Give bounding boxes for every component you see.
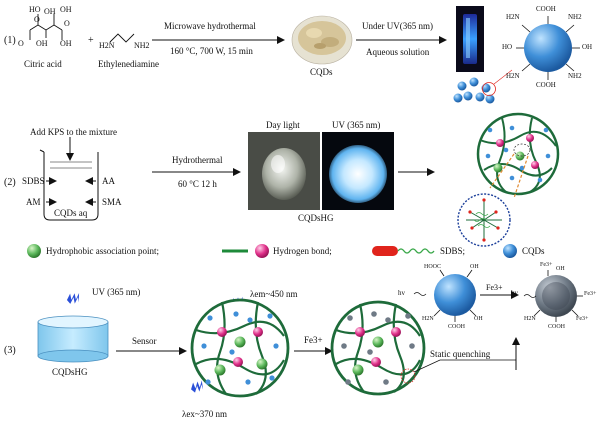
ca-o-3: O [18,39,24,48]
cqd4-h2n: H2N [524,316,536,322]
hv-right: hv [511,289,518,297]
plus-sign: + [88,35,94,46]
cqds-powder-photo [291,15,353,65]
ca-o-1: O [34,15,40,24]
arrow2-top-label: Under UV(365 nm) [362,21,433,31]
cqd-nh2-tr: NH2 [568,13,582,21]
cqd-cooh-bottom: COOH [536,81,556,89]
cqd3-oh-b: OH [474,316,483,322]
beaker-am: AM [26,197,41,207]
add-kps-label: Add KPS to the mixture [30,127,117,137]
legend-sdbs-tail-icon [397,248,435,254]
cqd4-fe-top: Fe3+ [540,262,553,268]
beaker [39,137,99,221]
photo-uv-label: UV (365 nm) [332,120,381,130]
fe-binding-label: Fe3+ [486,283,503,292]
cqd-before-quench [413,269,477,322]
hydrogel-network-row2 [476,112,560,199]
en-nh2: NH2 [134,41,150,50]
legend-graphics [27,244,517,258]
legend-sdbs: SDBS; [440,246,466,256]
ca-oh-1: OH [44,7,56,16]
cqd4-fe-br: Fe3+ [576,316,589,322]
legend-sdbs-head-icon [372,246,398,256]
cqd-ho-left: HO [502,43,513,51]
cqds-label: CQDs [310,67,333,77]
hydrogel-network-1 [190,298,290,398]
beaker-cqds-aq: CQDs aq [54,208,88,218]
cqd-h2n-bl: H2N [506,72,520,80]
gel-label: CQDsHG [298,213,334,223]
uv-bolt-icon [64,289,84,307]
fe-arrow-label: Fe3+ [304,335,323,345]
cqd3-hooc: HOOC [424,264,442,270]
cqd4-fe-right: Fe3+ [584,291,597,297]
arrow2-bottom-label: Aqueous solution [366,47,430,57]
vial-photo [456,6,484,72]
photo-uv [322,132,394,210]
legend-hydrophobic: Hydrophobic association point; [46,246,159,256]
arrow1-bottom-label: 160 °C, 700 W, 15 min [170,46,253,56]
static-quenching-label: Static quenching [430,349,491,359]
container-label: CQDsHG [52,367,88,377]
cqd-h2n-tl: H2N [506,13,520,21]
em-label: λem~450 nm [250,289,298,299]
uv-label: UV (365 nm) [92,287,141,297]
legend-hydrogen-bond-icon [255,244,269,258]
hydrogel-network-2 [330,300,426,396]
legend-hydrogen-bond: Hydrogen bond; [273,246,332,256]
beaker-sma: SMA [102,197,122,207]
ca-ho-1: HO [29,5,41,14]
cqds-dot-cluster [453,69,513,104]
ca-oh-2: OH [60,5,72,14]
beaker-aa: AA [102,176,115,186]
micelle-zoom [457,193,511,247]
en-h2n: H2N [99,41,115,50]
arrow1-top-label: Microwave hydrothermal [164,21,256,31]
photo-daylight [248,132,320,210]
legend-cqds: CQDs [522,246,545,256]
row2-number: (2) [4,177,16,188]
cqd-oh-right: OH [582,43,593,51]
arrow-hydrothermal-top: Hydrothermal [172,155,223,165]
ethylenediamine-label: Ethylenediamine [98,59,159,69]
ex-label: λex~370 nm [182,409,227,419]
cqd-after-quench [523,270,583,322]
ethylenediamine-structure [109,33,135,43]
beaker-sdbs: SDBS [22,176,45,186]
row3-number: (3) [4,345,16,356]
ca-oh-3: OH [60,39,72,48]
cqd-particle-large [516,16,580,80]
sensor-label: Sensor [132,336,157,346]
hv-left: hv [398,289,405,297]
cqd3-h2n: H2N [422,316,434,322]
citric-acid-label: Citric acid [24,59,62,69]
cqd3-oh: OH [470,264,479,270]
legend-hydrophobic-icon [27,244,41,258]
ca-oh-4: OH [36,39,48,48]
citric-acid-structure [29,14,63,40]
cqd-nh2-br: NH2 [568,72,582,80]
cqd4-oh: OH [556,266,565,272]
row1-number: (1) [4,35,16,46]
cqd-cooh-top: COOH [536,5,556,13]
cqd4-cooh: COOH [548,324,566,330]
quench-connector [413,359,470,373]
arrow-hydrothermal-bottom: 60 °C 12 h [178,179,217,189]
cqd3-cooh: COOH [448,324,466,330]
photo-daylight-label: Day light [266,120,300,130]
ca-o-2: O [64,19,70,28]
legend-cqds-icon [503,244,517,258]
cqdshg-container [37,315,109,363]
